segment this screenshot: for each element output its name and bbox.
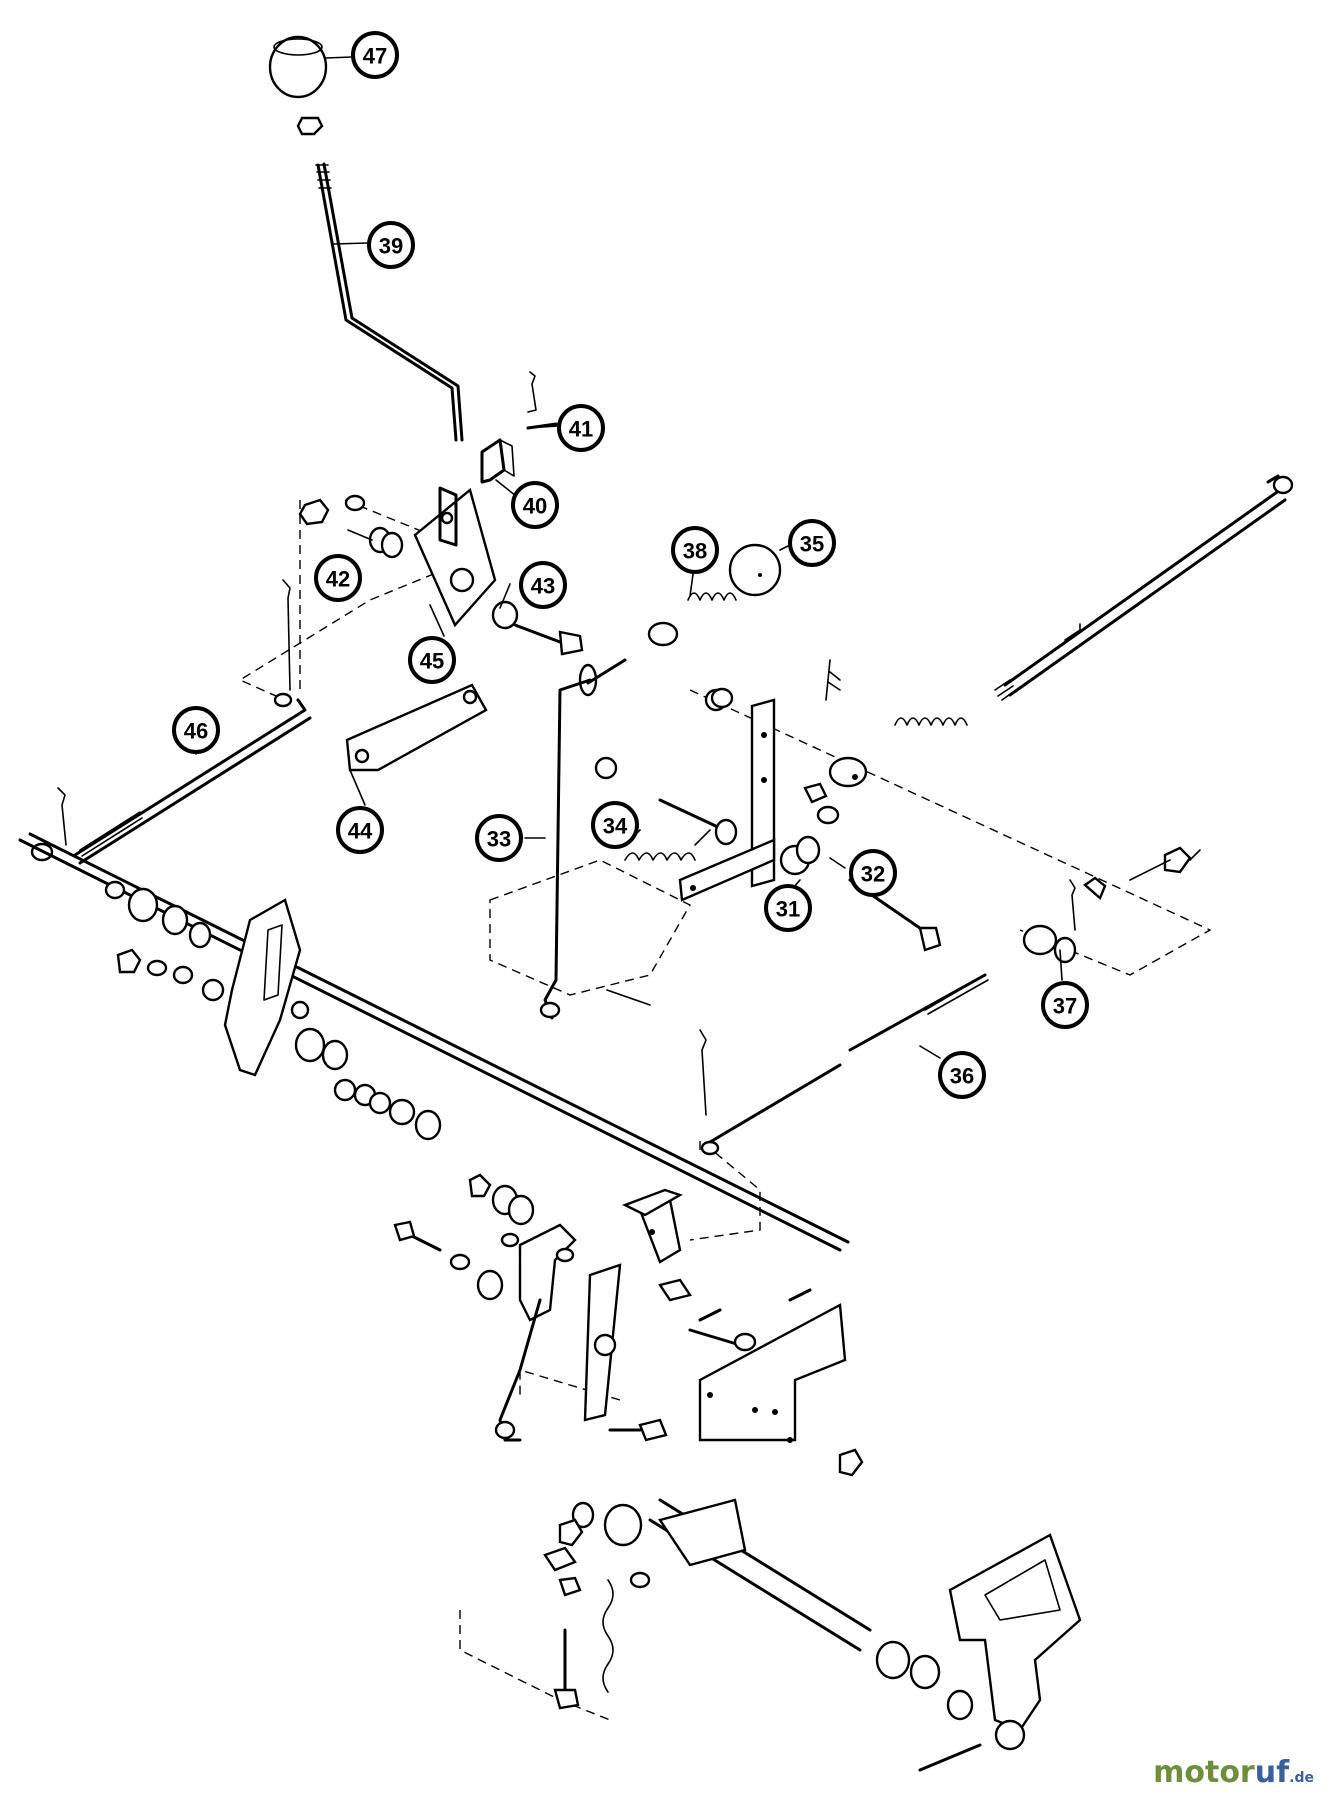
lower-fasteners <box>543 1518 614 1710</box>
cross-shaft-assembly <box>18 832 850 1252</box>
svg-text:33: 33 <box>487 827 511 852</box>
long-rod <box>994 474 1294 701</box>
callout-33: 33 <box>475 814 523 862</box>
clevis-pin <box>526 371 558 430</box>
svg-text:44: 44 <box>348 819 373 844</box>
callout-44: 44 <box>336 806 384 854</box>
callout-36: 36 <box>938 1051 986 1099</box>
svg-text:45: 45 <box>420 649 444 674</box>
callout-37: 37 <box>1041 981 1089 1029</box>
return-spring <box>624 829 711 861</box>
threaded-rod <box>699 973 989 1156</box>
svg-text:46: 46 <box>184 719 208 744</box>
site-watermark: motoruf.de <box>1153 1755 1314 1790</box>
lever-plate <box>413 486 497 628</box>
swivel-assembly <box>710 659 968 788</box>
svg-text:36: 36 <box>950 1064 974 1089</box>
svg-text:42: 42 <box>326 567 350 592</box>
svg-text:39: 39 <box>379 234 403 259</box>
svg-text:38: 38 <box>683 539 707 564</box>
control-rod <box>539 658 651 1020</box>
shift-knob <box>268 35 328 136</box>
mounting-bracket <box>594 688 942 952</box>
svg-text:40: 40 <box>523 494 547 519</box>
svg-text:37: 37 <box>1053 994 1077 1019</box>
spring-and-ball <box>647 543 782 647</box>
callout-46: 46 <box>172 706 220 754</box>
pedal-bracket-assembly <box>393 1173 864 1477</box>
bushings-and-nuts <box>298 494 584 656</box>
callout-43: 43 <box>519 561 567 609</box>
callout-34: 34 <box>591 801 639 849</box>
svg-text:35: 35 <box>800 532 824 557</box>
callout-32: 32 <box>849 849 897 897</box>
swivel-block <box>1022 846 1201 964</box>
svg-text:41: 41 <box>569 417 593 442</box>
lever-bracket <box>480 438 515 484</box>
svg-text:34: 34 <box>603 814 628 839</box>
pedal-shaft <box>571 1498 1082 1772</box>
callout-39: 39 <box>367 221 415 269</box>
callout-47: 47 <box>351 31 399 79</box>
shift-lever <box>315 162 464 442</box>
svg-text:31: 31 <box>776 897 800 922</box>
callout-38: 38 <box>671 526 719 574</box>
callout-40: 40 <box>511 481 559 529</box>
watermark-uf: uf <box>1254 1755 1290 1790</box>
leader-lines <box>195 56 1063 1059</box>
link-plate <box>345 683 488 772</box>
callout-31: 31 <box>764 884 812 932</box>
svg-text:32: 32 <box>861 862 885 887</box>
callout-42: 42 <box>314 554 362 602</box>
callout-45: 45 <box>408 636 456 684</box>
threaded-link <box>30 579 312 865</box>
svg-text:43: 43 <box>531 574 555 599</box>
watermark-domain: .de <box>1289 1770 1314 1786</box>
callout-35: 35 <box>788 519 836 567</box>
watermark-motor: motor <box>1153 1755 1255 1790</box>
svg-text:47: 47 <box>363 44 387 69</box>
callout-41: 41 <box>557 404 605 452</box>
